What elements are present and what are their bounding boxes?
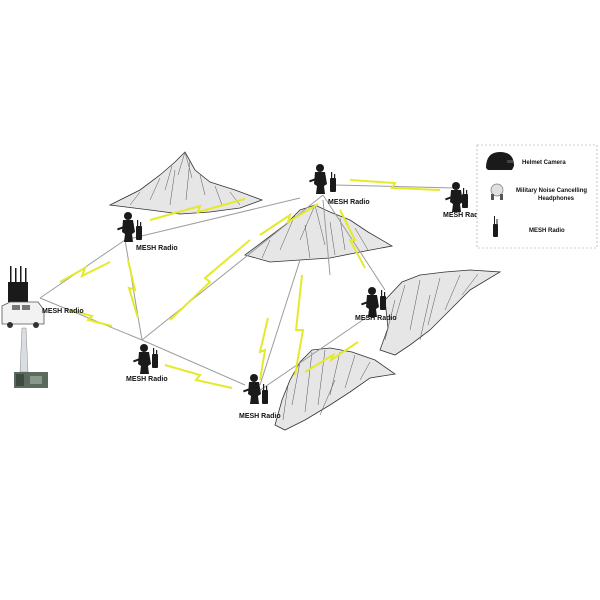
mountain-top-left bbox=[110, 152, 262, 214]
wired-links bbox=[40, 185, 455, 395]
mountain-right bbox=[380, 270, 500, 355]
node-label: MESH Radio bbox=[136, 245, 178, 252]
mesh-node-vehicle: MESH Radio bbox=[2, 266, 84, 388]
node-label: MESH Radio bbox=[328, 199, 370, 206]
antenna-mast-icon bbox=[20, 328, 28, 372]
wireless-links bbox=[60, 180, 440, 388]
mountain-center bbox=[245, 205, 392, 262]
legend-label-headphones-1: Military Noise Cancelling bbox=[516, 188, 587, 194]
legend-label-mesh-radio: MESH Radio bbox=[529, 228, 565, 234]
node-label: MESH Radio bbox=[42, 308, 84, 315]
legend: Helmet Camera Military Noise Cancelling … bbox=[477, 145, 597, 248]
mesh-node-center-low: MESH Radio bbox=[126, 344, 168, 383]
legend-label-helmet: Helmet Camera bbox=[522, 160, 566, 166]
legend-label-headphones-2: Headphones bbox=[538, 196, 575, 202]
node-label: MESH Radio bbox=[239, 413, 281, 420]
van-icon bbox=[2, 302, 44, 328]
node-label: MESH Radio bbox=[126, 376, 168, 383]
mountain-bottom bbox=[275, 348, 395, 430]
vehicle-radio-unit-icon bbox=[8, 266, 28, 302]
node-label: MESH Radio bbox=[355, 315, 397, 322]
surveillance-photo bbox=[14, 372, 48, 388]
